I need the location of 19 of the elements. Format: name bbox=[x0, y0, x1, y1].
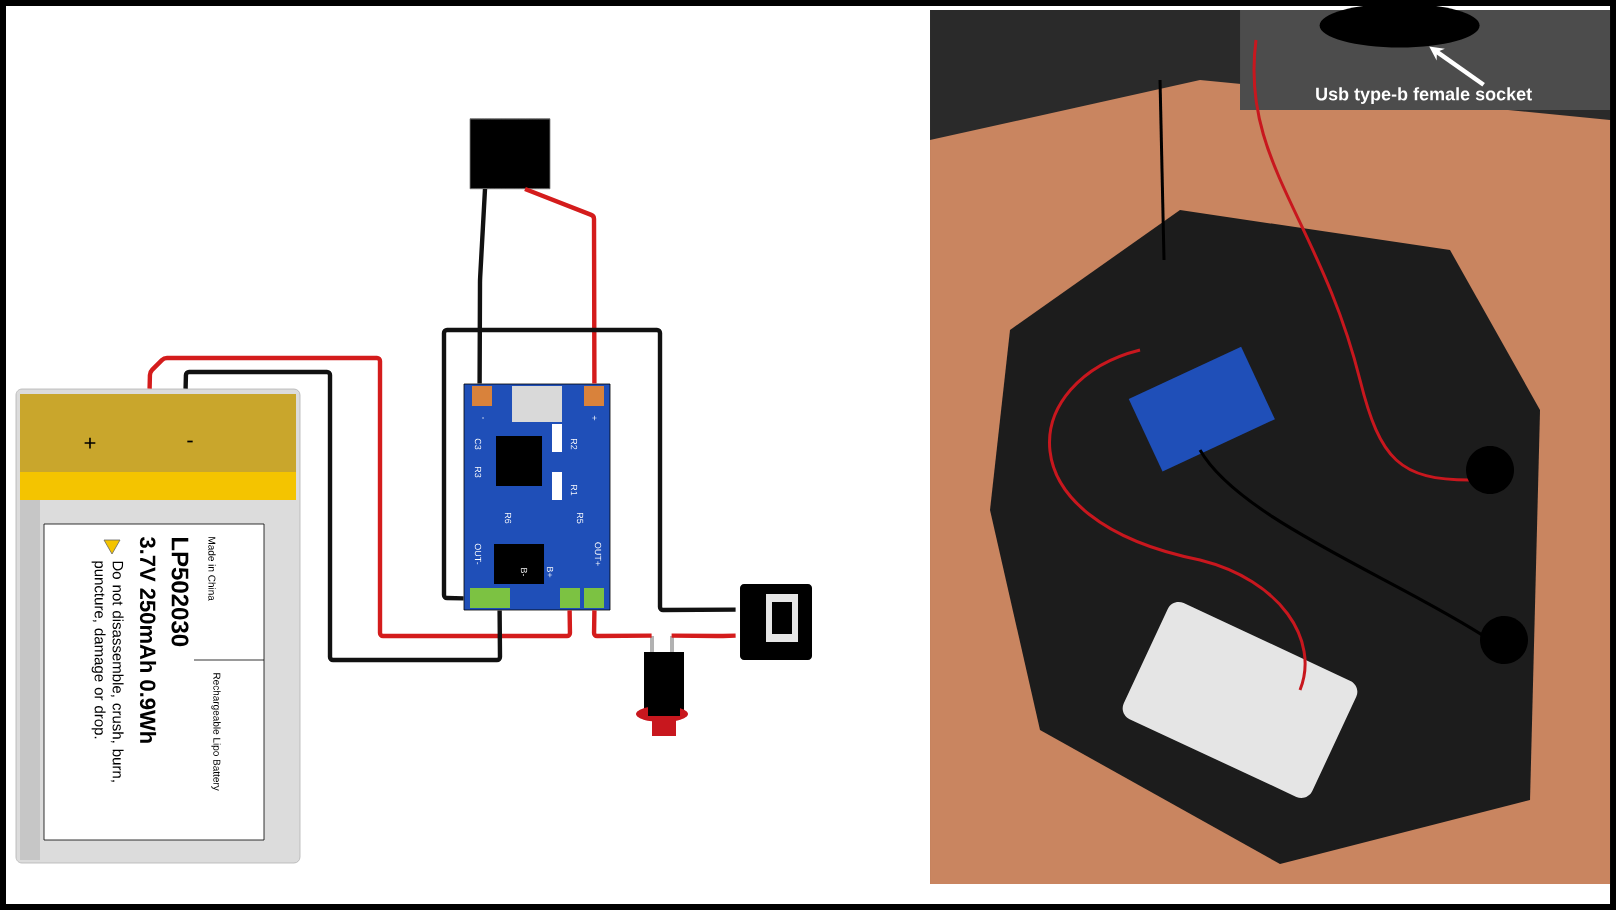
push-button-drawing bbox=[636, 636, 688, 736]
polarity-sign: - bbox=[187, 440, 193, 443]
usb-socket-drawing bbox=[740, 584, 812, 660]
dc-jack-drawing bbox=[469, 118, 551, 190]
wire bbox=[671, 633, 736, 639]
wire bbox=[524, 186, 597, 384]
wire bbox=[441, 327, 736, 613]
photo bbox=[930, 10, 1610, 884]
label-text: LP502030 bbox=[171, 538, 189, 647]
battery bbox=[15, 388, 301, 864]
photo-caption: Usb type-b female socket bbox=[1316, 87, 1532, 104]
label-text: 3.7V 250mAh 0.9Wh bbox=[139, 536, 157, 743]
polarity-sign: + bbox=[84, 437, 96, 449]
wire bbox=[477, 188, 488, 384]
wire bbox=[147, 355, 573, 639]
socket-drawing bbox=[1319, 3, 1480, 48]
wire bbox=[591, 610, 652, 639]
charger-module bbox=[463, 383, 611, 611]
wire bbox=[183, 369, 503, 663]
